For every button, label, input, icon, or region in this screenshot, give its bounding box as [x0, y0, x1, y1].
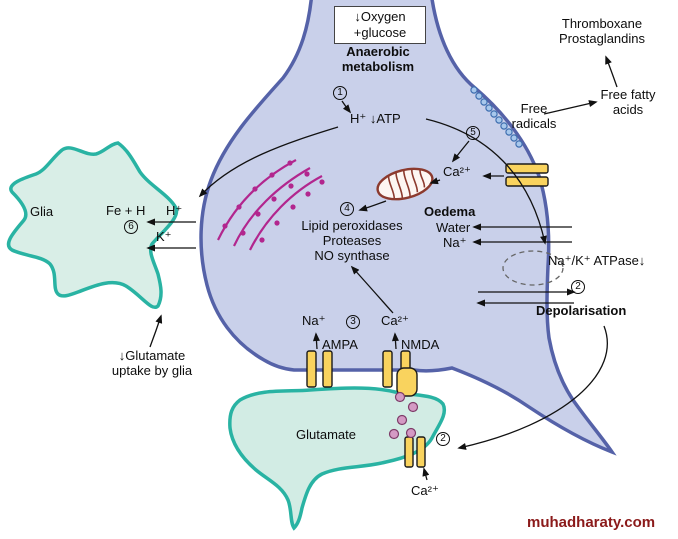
atpase-pump-outline — [502, 250, 564, 286]
arrow-atp-to-glia — [198, 126, 339, 198]
presynaptic-calcium-channel — [416, 436, 426, 468]
arrow-atp-to-atpase — [425, 118, 547, 245]
endoplasmic-reticulum — [217, 159, 325, 251]
free-radicals-label: Free radicals — [512, 101, 557, 131]
free-fatty-acids-label: Free fatty acids — [601, 87, 656, 117]
glutamate-uptake-line2: uptake by glia — [111, 363, 193, 378]
free-radicals-line1: Free — [520, 101, 548, 116]
iron-hydrogen-label: Fe + H — [106, 203, 146, 218]
nmda-receptor — [382, 350, 393, 388]
anaerobic-line2: metabolism — [341, 59, 415, 74]
water-label: Water — [436, 220, 471, 235]
free-radicals-line2: radicals — [511, 116, 557, 131]
step-3-marker: 3 — [346, 315, 360, 329]
glia-cell — [6, 141, 179, 310]
arrow-nmda-calcium — [391, 332, 399, 350]
oedema-label: Oedema — [424, 204, 476, 219]
arrow-calcium-to-enzymes — [350, 265, 394, 314]
enzymes-label: Lipid peroxidases Proteases NO synthase — [301, 218, 402, 263]
enzymes-line2: Proteases — [322, 233, 382, 248]
sodium-oedema-label: Na⁺ — [443, 235, 467, 250]
enzymes-line1: Lipid peroxidases — [301, 218, 403, 233]
watermark: muhadharaty.com — [527, 514, 656, 531]
ampa-label: AMPA — [322, 337, 358, 352]
thromboxane-line1: Thromboxane — [561, 16, 643, 31]
step-5-marker: 5 — [466, 126, 480, 140]
arrow-ampa-sodium — [312, 332, 320, 350]
sodium-receptor-label: Na⁺ — [302, 313, 326, 328]
calcium-receptor-label: Ca²⁺ — [381, 313, 409, 328]
oxygen-glucose-box: ↓Oxygen +glucose — [334, 6, 426, 44]
ion-channels — [306, 163, 549, 468]
step-2-pump-marker: 2 — [571, 280, 585, 294]
calcium-channel-membrane — [505, 176, 549, 187]
presynaptic-terminal — [228, 386, 446, 531]
glucose-label: +glucose — [353, 25, 407, 40]
glia-label: Glia — [30, 204, 54, 219]
anaerobic-line1: Anaerobic — [346, 44, 410, 59]
ribosome-dots — [222, 160, 325, 243]
step-1-marker: 1 — [333, 86, 347, 100]
glutamate-uptake-label: ↓Glutamate uptake by glia — [112, 348, 192, 378]
depolarisation-label: Depolarisation — [536, 303, 627, 318]
calcium-channel-membrane — [505, 163, 549, 174]
step-6-marker: 6 — [124, 220, 138, 234]
arrow-membrane-to-fatty — [543, 100, 598, 115]
glutamate-molecules — [388, 391, 419, 440]
ampa-receptor — [322, 350, 333, 388]
arrow-calcium-into-terminal — [422, 467, 430, 481]
oxygen-label: ↓Oxygen — [354, 9, 406, 24]
arrow-mitochondria-to-enzymes — [358, 200, 387, 212]
thromboxane-line2: Prostaglandins — [559, 31, 645, 46]
arrow-step5-to-calcium — [451, 140, 470, 163]
arrow-fatty-to-thromboxane — [605, 55, 618, 88]
step-4-marker: 4 — [340, 202, 354, 216]
atp-label: H⁺ ↓ATP — [350, 111, 401, 126]
arrow-calcium-to-mitochondria — [429, 177, 441, 185]
potassium-ion-label: K⁺ — [156, 229, 172, 244]
free-fatty-line2: acids — [612, 102, 644, 117]
arrow-glutamate-uptake — [149, 314, 163, 348]
glutamate-uptake-line1: ↓Glutamate — [118, 348, 186, 363]
nmda-label: NMDA — [401, 337, 440, 352]
anaerobic-metabolism-label: Anaerobic metabolism — [342, 44, 414, 74]
er-membrane — [233, 167, 311, 247]
step-2-presynaptic-marker: 2 — [436, 432, 450, 446]
free-radical-beads — [470, 86, 523, 148]
arrow-depolarisation-to-terminal — [457, 325, 608, 450]
glutamate-label: Glutamate — [296, 427, 356, 442]
free-fatty-line1: Free fatty — [600, 87, 656, 102]
ampa-receptor — [306, 350, 317, 388]
atpase-label: Na⁺/K⁺ ATPase↓ — [548, 253, 646, 268]
arrow-step1-to-atp — [341, 100, 352, 114]
arrows — [146, 55, 618, 481]
mitochondrion — [376, 167, 434, 201]
er-membrane — [217, 159, 297, 241]
calcium-mitochondria-label: Ca²⁺ — [443, 164, 471, 179]
er-membrane — [249, 175, 323, 251]
enzymes-line3: NO synthase — [314, 248, 390, 263]
mitochondrion-cristae — [387, 169, 426, 200]
presynaptic-calcium-channel — [404, 436, 414, 468]
hydrogen-ion-label: H⁺ — [166, 203, 183, 218]
calcium-presynaptic-label: Ca²⁺ — [411, 483, 439, 498]
nmda-receptor-complex — [396, 367, 418, 397]
thromboxane-label: Thromboxane Prostaglandins — [559, 16, 645, 46]
